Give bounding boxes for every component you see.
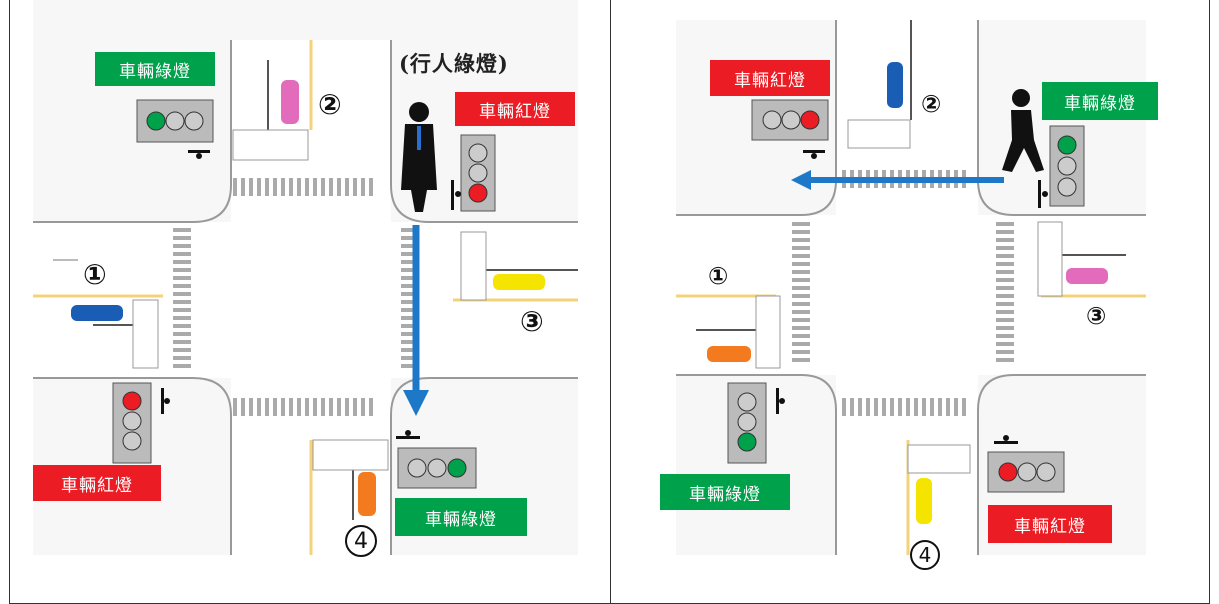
blue-car: [71, 305, 123, 321]
label-vehicle-green-bottom-right: 車輛綠燈: [395, 498, 527, 536]
pedestrian-walking-icon: [1002, 89, 1044, 172]
label-vehicle-red-bottom-left: 車輛紅燈: [33, 465, 161, 501]
orange-car: [707, 346, 751, 362]
right-intersection-diagram: [676, 20, 1146, 555]
pedestrian-standing-icon: [401, 102, 437, 212]
label-vehicle-red-top-left: 車輛紅燈: [710, 60, 830, 96]
lane-number-1: ①: [83, 258, 107, 291]
label-vehicle-red-top-right: 車輛紅燈: [455, 92, 575, 126]
traffic-light-top-right: [1038, 125, 1085, 208]
traffic-light-bottom-right: [987, 435, 1065, 493]
pink-car: [281, 80, 299, 124]
lane-number-2: ②: [318, 88, 342, 121]
label-vehicle-green-top-left: 車輛綠燈: [95, 52, 215, 86]
pedestrian-green-title: (行人綠燈): [399, 51, 509, 76]
lane-number-3: ③: [520, 305, 544, 338]
traffic-light-bottom-left: [727, 382, 785, 464]
lane-number-4: 4: [345, 525, 377, 557]
right-intersection-panel: 車輛紅燈 車輛綠燈 車輛綠燈 車輛紅燈 ① ② ③ 4: [660, 0, 1219, 570]
yellow-car: [916, 478, 932, 524]
label-vehicle-green-bottom-left: 車輛綠燈: [660, 474, 790, 510]
traffic-light-bottom-left: [112, 382, 170, 464]
left-intersection-panel: (行人綠燈) 車輛綠燈 車輛紅燈 車輛紅燈 車輛綠燈 ① ② ③ 4: [33, 0, 578, 557]
label-vehicle-red-bottom-right: 車輛紅燈: [988, 505, 1112, 543]
lane-number-3: ③: [1086, 302, 1107, 330]
traffic-light-top-left: [136, 99, 214, 159]
traffic-light-top-right: [451, 134, 496, 212]
blue-car: [887, 62, 903, 108]
traffic-light-top-left: [751, 99, 829, 159]
lane-number-1: ①: [708, 262, 729, 290]
panel-divider: [610, 0, 611, 604]
yellow-car: [493, 274, 545, 290]
traffic-light-bottom-right: [396, 430, 477, 489]
orange-car: [358, 472, 376, 516]
lane-number-2: ②: [921, 90, 942, 118]
label-vehicle-green-top-right: 車輛綠燈: [1042, 82, 1158, 120]
lane-number-4: 4: [910, 540, 940, 570]
pink-car: [1066, 268, 1108, 284]
